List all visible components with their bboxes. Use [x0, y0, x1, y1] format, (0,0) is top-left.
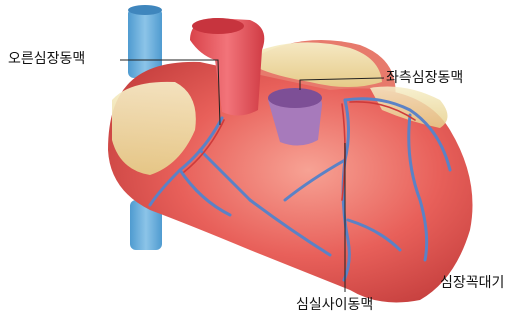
label-apex: 심장꼭대기	[440, 276, 504, 290]
label-right-coronary-artery: 오른심장동맥	[8, 52, 85, 66]
label-left-coronary-artery: 좌측심장동맥	[386, 71, 463, 85]
label-interventricular-artery: 심실사이동맥	[296, 298, 373, 312]
